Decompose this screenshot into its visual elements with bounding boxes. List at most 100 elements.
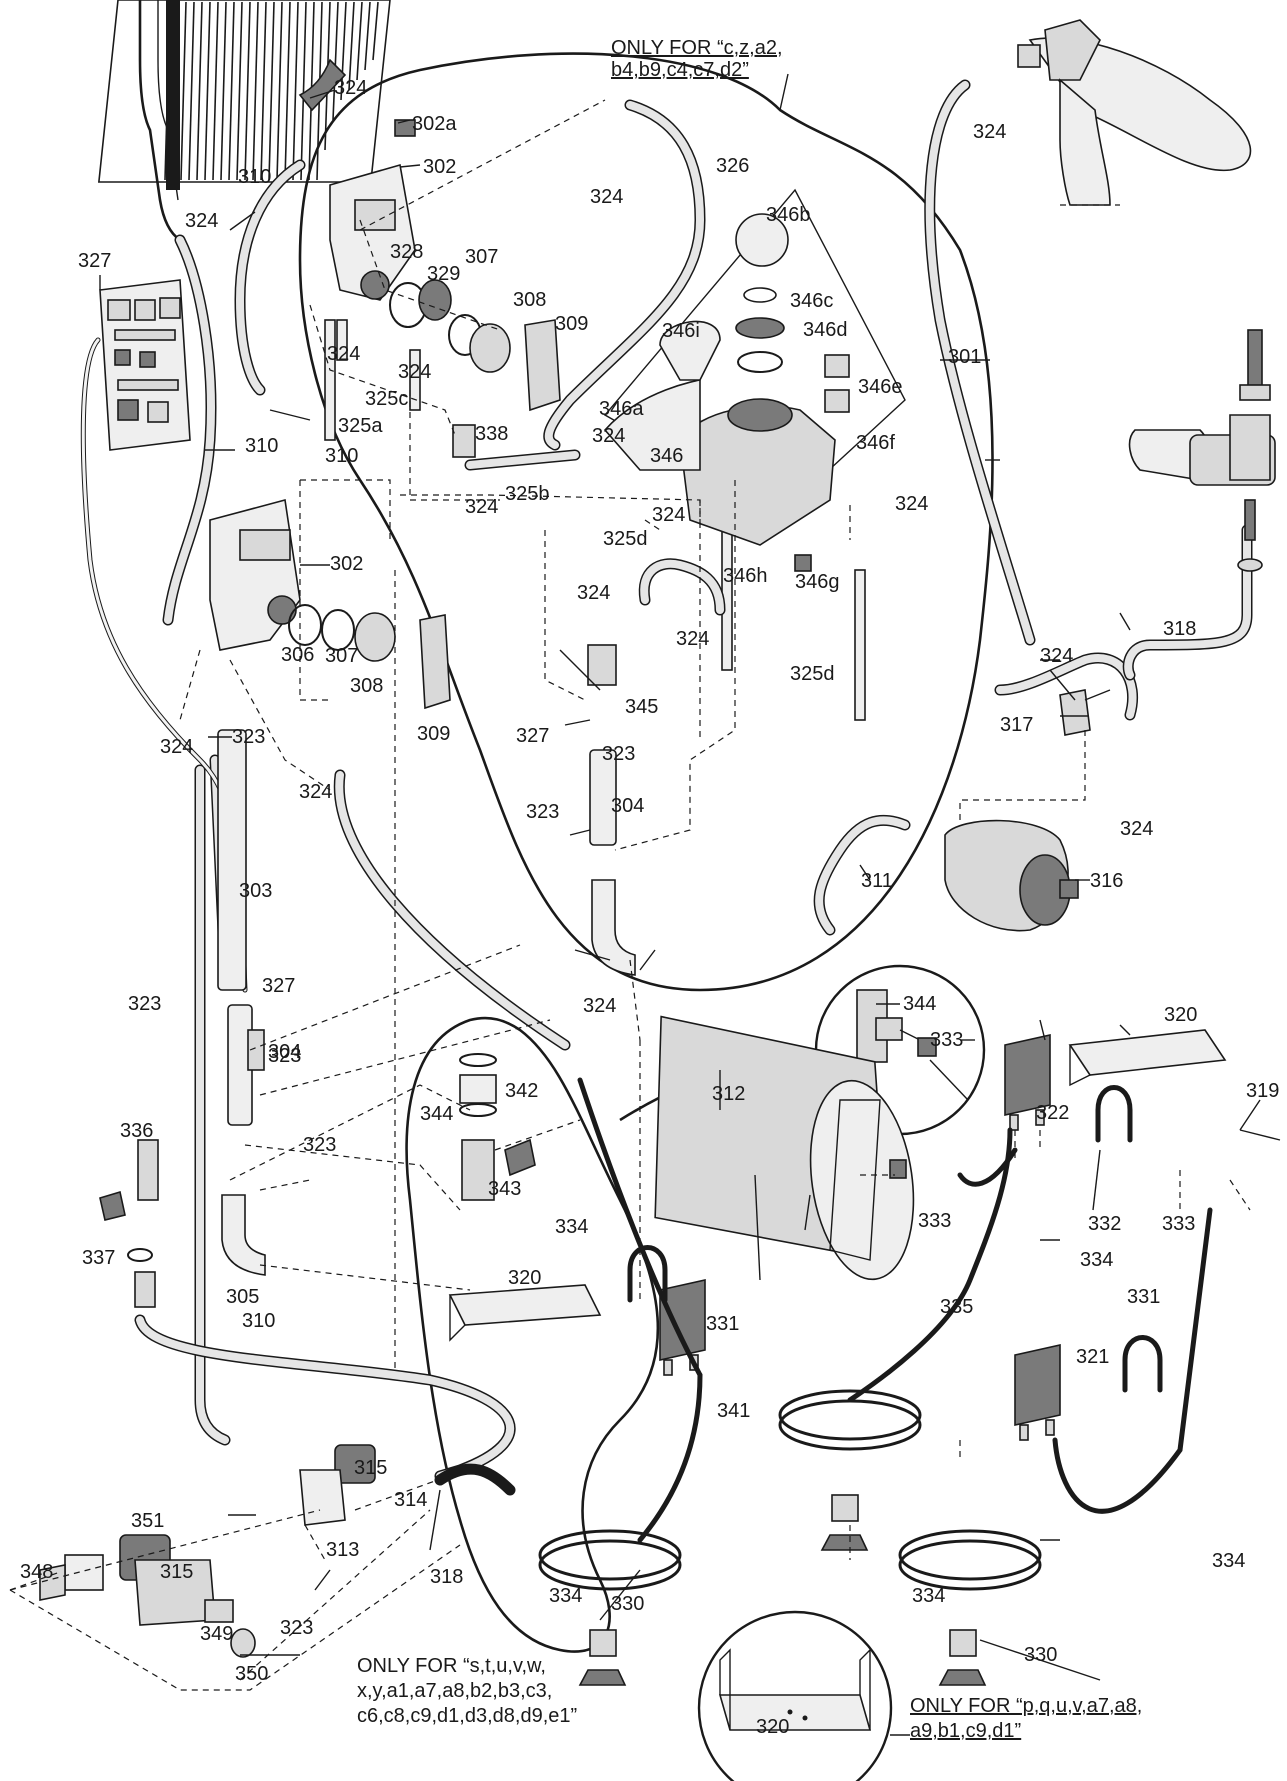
part-label: 330 <box>611 1593 644 1615</box>
control-board <box>99 279 191 451</box>
condenser-coil <box>97 0 391 242</box>
tube-loops <box>627 1085 1163 1393</box>
float-weights <box>578 1494 987 1686</box>
part-label: 349 <box>200 1623 233 1645</box>
part-label: 315 <box>354 1457 387 1479</box>
group-outline-s <box>405 1016 660 1653</box>
part-label: 323 <box>232 726 265 748</box>
part-label: 329 <box>427 263 460 285</box>
part-label: 324 <box>1120 818 1153 840</box>
pump-321 <box>1014 1344 1061 1441</box>
part-label: 324 <box>590 186 623 208</box>
part-label: 337 <box>82 1247 115 1269</box>
valve-338 <box>452 424 476 458</box>
pump-322 <box>1004 1034 1051 1131</box>
part-label: 333 <box>930 1029 963 1051</box>
part-label: 307 <box>325 645 358 667</box>
part-label: 346g <box>795 571 840 593</box>
part-label: 324 <box>465 496 498 518</box>
part-label: 351 <box>131 1510 164 1532</box>
note-p-line1: ONLY FOR “p,q,u,v,a7,a8, <box>910 1695 1142 1717</box>
part-label: 310 <box>238 166 271 188</box>
part-label: 324 <box>652 504 685 526</box>
drain-pipes-left <box>217 729 266 1276</box>
part-label: 325a <box>338 415 383 437</box>
part-label: 346e <box>858 376 903 398</box>
part-label: 344 <box>420 1103 453 1125</box>
part-label: 332 <box>1088 1213 1121 1235</box>
part-label: 334 <box>912 1585 945 1607</box>
hoses-right <box>924 79 1253 721</box>
tubes-325 <box>324 319 866 721</box>
part-label: 302 <box>330 553 363 575</box>
part-label: 342 <box>505 1080 538 1102</box>
part-label: 324 <box>398 361 431 383</box>
part-label: 343 <box>488 1178 521 1200</box>
part-label: 346h <box>723 565 768 587</box>
part-label: 324 <box>1040 645 1073 667</box>
part-label: 326 <box>716 155 749 177</box>
part-label: 302 <box>423 156 456 178</box>
part-label: 319 <box>1246 1080 1279 1102</box>
part-label: 350 <box>235 1663 268 1685</box>
part-label: 304 <box>268 1041 301 1063</box>
part-label: 346c <box>790 290 833 312</box>
part-label: 318 <box>430 1566 463 1588</box>
part-label: 324 <box>592 425 625 447</box>
part-label: 346b <box>766 204 811 226</box>
pump-assembly <box>813 814 1079 936</box>
part-label: 346i <box>662 320 700 342</box>
dispenser-top <box>329 119 416 301</box>
part-label: 334 <box>1212 1550 1245 1572</box>
part-label: 334 <box>555 1216 588 1238</box>
part-label: 334 <box>549 1585 582 1607</box>
part-label: 308 <box>350 675 383 697</box>
part-label: 310 <box>245 435 278 457</box>
part-label: 331 <box>706 1313 739 1335</box>
part-label: 325d <box>603 528 648 550</box>
part-label: 311 <box>861 870 893 892</box>
solenoid-valves <box>39 1444 516 1658</box>
part-label: 317 <box>1000 714 1033 736</box>
dispenser-mid <box>209 498 451 710</box>
note-s-line3: c6,c8,c9,d1,d3,d8,d9,e1” <box>357 1705 577 1727</box>
part-label: 324 <box>334 77 367 99</box>
part-label: 301 <box>948 346 981 368</box>
part-label: 334 <box>1080 1249 1113 1271</box>
float-valve-assembly <box>1128 329 1276 572</box>
part-label: 324 <box>299 781 332 803</box>
tank-assembly <box>603 188 906 572</box>
note-only-for-p: ONLY FOR “p,q,u,v,a7,a8, a9,b1,c9,d1” <box>910 1695 1142 1742</box>
fitting-336 <box>99 1139 159 1308</box>
note-only-for-c: ONLY FOR “c,z,a2, b4,b9,c4,c7,d2” <box>611 37 783 81</box>
note-c-line2: b4,b9,c4,c7,d2” <box>611 59 749 81</box>
part-label: 316 <box>1090 870 1123 892</box>
part-label: 346a <box>599 398 644 420</box>
bracket-320-top <box>1068 1029 1227 1087</box>
part-label: 328 <box>390 241 423 263</box>
part-label: 310 <box>325 445 358 467</box>
guide-lines <box>9 99 1251 1691</box>
part-label: 324 <box>160 736 193 758</box>
part-label: 324 <box>577 582 610 604</box>
part-label: 338 <box>475 423 508 445</box>
part-label: 323 <box>303 1134 336 1156</box>
part-label: 341 <box>717 1400 750 1422</box>
hose-326 <box>543 99 706 451</box>
part-label: 323 <box>128 993 161 1015</box>
part-label: 324 <box>583 995 616 1017</box>
part-label: 346 <box>650 445 683 467</box>
bracket-320-mid <box>448 1284 602 1342</box>
part-label: 325b <box>505 483 550 505</box>
part-label: 320 <box>756 1716 789 1738</box>
part-label: 322 <box>1036 1102 1069 1124</box>
tank-312 <box>654 1015 915 1281</box>
part-label: 305 <box>226 1286 259 1308</box>
part-label: 309 <box>555 313 588 335</box>
part-label: 307 <box>465 246 498 268</box>
part-label: 323 <box>526 801 559 823</box>
fitting-344 <box>459 1053 536 1201</box>
part-label: 324 <box>895 493 928 515</box>
part-label: 327 <box>262 975 295 997</box>
